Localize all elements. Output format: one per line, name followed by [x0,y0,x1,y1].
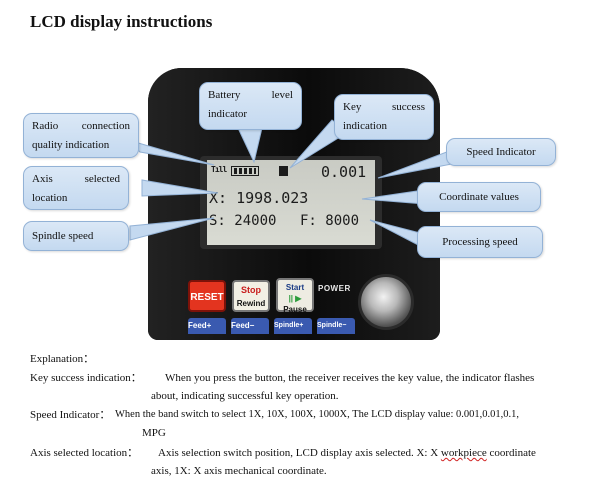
callout-key-success: Key success indication [334,94,434,140]
key-success-label: Key success indication： [30,372,142,384]
spindle-minus-button[interactable]: Spindle− [317,318,355,334]
start-pause-button[interactable]: Start || ▶ Pause [276,278,314,314]
callout-processing-speed: Processing speed [417,226,543,258]
callout-key-line1: Key success [343,101,425,113]
feed-minus-button[interactable]: Feed− [231,318,269,334]
battery-icon [231,166,259,176]
callout-coordinate-values: Coordinate values [417,182,541,212]
callout-speed-indicator: Speed Indicator [446,138,556,166]
rewind-label: Rewind [236,299,266,308]
callout-battery-line2: indicator [208,108,248,120]
callout-key-line2: indication [343,120,387,132]
power-label: POWER [318,284,351,293]
axis-location-text-line1: Axis selection switch position, LCD disp… [158,444,536,462]
speed-indicator-label: Speed Indicator： [30,409,111,421]
play-pause-icon: || ▶ [288,294,302,303]
axis-location-label: Axis selected location： [30,447,139,459]
speed-indicator-text-line2: MPG [142,427,166,439]
key-success-icon [279,166,288,176]
callout-spindle-speed: Spindle speed [23,221,129,251]
callout-battery-line1: Battery level [208,89,293,101]
page-title: LCD display instructions [30,12,213,31]
spindle-plus-button[interactable]: Spindle+ [274,318,312,334]
start-label: Start [285,283,305,292]
lcd-feed: F: 8000 [300,213,360,229]
callout-axis-line2: location [32,192,68,204]
axis-text-part1: Axis selection switch position, LCD disp… [158,447,441,459]
callout-battery: Battery level indicator [199,82,302,130]
power-knob[interactable] [358,274,414,330]
pause-label: Pause [283,305,307,314]
explanation-heading: Explanation： [30,353,95,365]
signal-icon: Tıll [211,165,227,174]
feed-plus-button[interactable]: Feed+ [188,318,226,334]
stop-label: Stop [241,285,261,295]
callout-axis: Axis selected location [23,166,129,210]
lcd-screen: Tıll 0.001 X: 1998.023 S: 24000 F: 8000 [207,160,375,245]
lcd-coordinate: X: 1998.023 [209,189,309,207]
lcd-speed-value: 0.001 [321,163,367,181]
lcd-spindle: S: 24000 [209,213,277,229]
callout-radio-line1: Radio connection [32,120,130,132]
key-success-text-line1: When you press the button, the receiver … [165,372,535,384]
axis-text-part3: coordinate [486,447,536,459]
callout-axis-line1: Axis selected [32,173,120,185]
callout-radio-line2: quality indication [32,139,110,151]
callout-radio: Radio connection quality indication [23,113,139,158]
speed-indicator-text-line1: When the band switch to select 1X, 10X, … [115,409,519,420]
axis-location-text-line2: axis, 1X: X axis mechanical coordinate. [151,465,327,477]
reset-button[interactable]: RESET [188,280,226,312]
stop-rewind-button[interactable]: Stop Rewind [232,280,270,312]
key-success-text-line2: about, indicating successful key operati… [151,390,339,402]
axis-text-workpiece: workpiece [440,447,487,459]
